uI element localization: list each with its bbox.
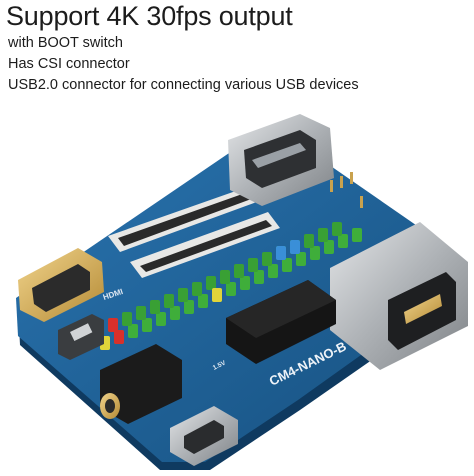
feature-usb-connector: USB2.0 connector for connecting various …: [8, 77, 359, 93]
csi-connector-2: [130, 212, 280, 278]
headline: Support 4K 30fps output: [6, 1, 293, 31]
main-chip: [226, 280, 336, 364]
feature-boot-switch: with BOOT switch: [8, 35, 123, 51]
gpio-header: [100, 222, 362, 350]
pin-tips: [330, 172, 363, 208]
usb-c-port: [170, 406, 238, 466]
feature-csi-connector: Has CSI connector: [8, 56, 130, 72]
csi-connector-1: [108, 186, 262, 252]
hdmi-port: [18, 248, 104, 322]
audio-jack: [100, 344, 182, 424]
ethernet-port: [330, 222, 468, 370]
boot-switch: [58, 314, 104, 360]
usb-a-connector: [228, 114, 334, 206]
